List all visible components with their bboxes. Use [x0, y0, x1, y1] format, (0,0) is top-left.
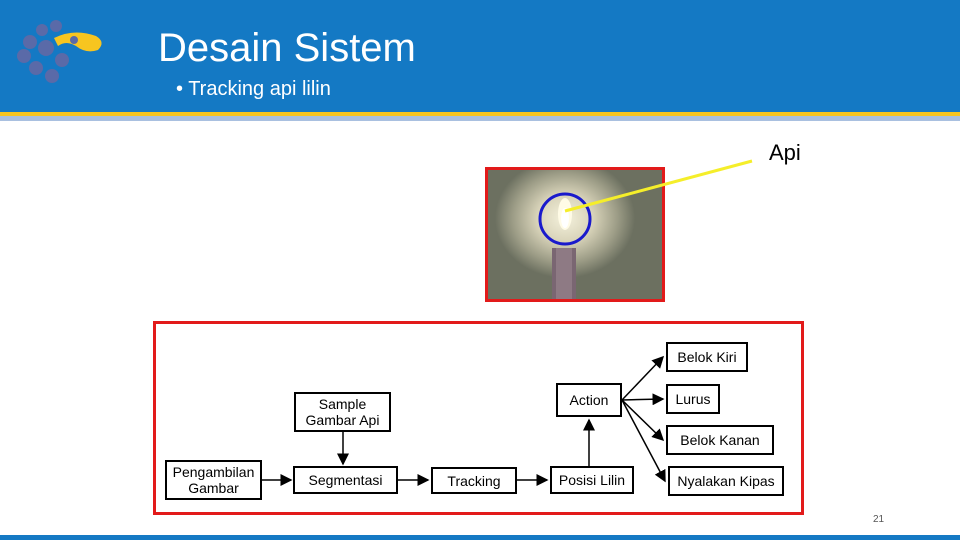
box-lurus: Lurus — [666, 384, 720, 414]
page-number: 21 — [873, 514, 885, 525]
candle-flame-photo — [485, 167, 665, 302]
header-stripe — [0, 112, 960, 121]
header-bar — [0, 0, 960, 112]
bullet-subtitle: • Tracking api lilin — [176, 78, 331, 100]
box-pengambilan-gambar: Pengambilan Gambar — [165, 460, 262, 500]
logo-icon — [17, 20, 102, 83]
box-segmentasi: Segmentasi — [293, 466, 398, 494]
footer-bar — [0, 535, 960, 540]
box-belok-kanan: Belok Kanan — [666, 425, 774, 455]
box-belok-kiri: Belok Kiri — [666, 342, 748, 372]
candle-illustration — [538, 192, 592, 299]
box-nyalakan-kipas: Nyalakan Kipas — [668, 466, 784, 496]
box-action: Action — [556, 383, 622, 417]
box-sample-gambar-api: Sample Gambar Api — [294, 392, 391, 432]
page-title: Desain Sistem — [158, 26, 416, 70]
box-posisi-lilin: Posisi Lilin — [550, 466, 634, 494]
diagram-frame — [153, 321, 804, 515]
api-label: Api — [769, 140, 801, 165]
box-tracking: Tracking — [431, 467, 517, 494]
